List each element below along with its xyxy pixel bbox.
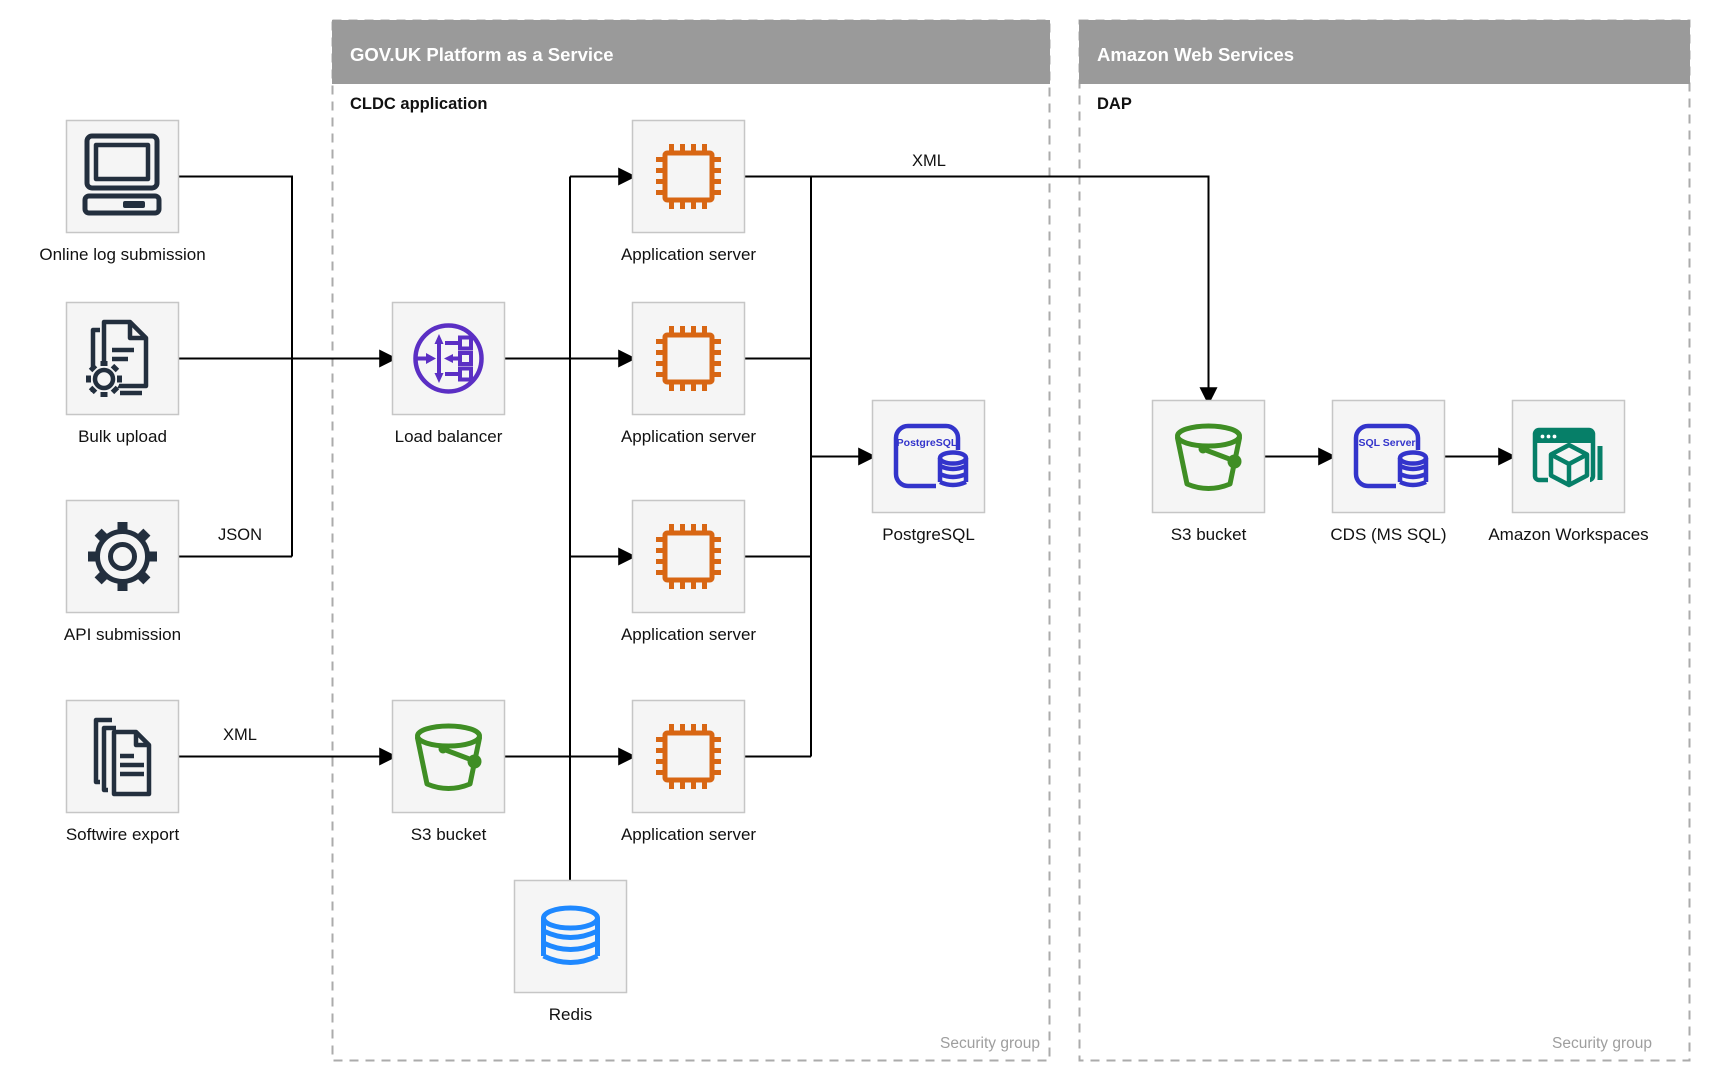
aws-security-group-label: Security group (1552, 1035, 1652, 1052)
node-app-server-4: Application server (621, 699, 756, 844)
chip-icon (656, 724, 721, 789)
redis-label: Redis (549, 1005, 592, 1024)
aws-panel-sublabel: DAP (1097, 95, 1132, 113)
bucket-icon (1175, 423, 1242, 491)
chip-icon (656, 326, 721, 391)
sql-server-icon: SQL Server (1353, 423, 1430, 492)
panel-aws: Amazon Web Services DAP Security group (1078, 19, 1691, 1062)
s3-paas-box (391, 699, 506, 814)
postgresql-box (871, 399, 986, 514)
app-server-3-box (631, 499, 746, 614)
aws-panel-header (1079, 20, 1690, 84)
workspaces-label: Amazon Workspaces (1488, 525, 1648, 544)
edge-online-log-merge (179, 175, 293, 557)
chip-icon (656, 144, 721, 209)
edge-xml-to-aws-s3 (745, 175, 1218, 406)
app-server-1-label: Application server (621, 245, 756, 264)
load-balancer-label: Load balancer (395, 427, 503, 446)
xml-transfer-edge-label: XML (912, 152, 946, 170)
node-s3-bucket-aws: S3 bucket (1151, 399, 1266, 544)
node-s3-bucket-paas: S3 bucket (391, 699, 506, 844)
app-server-2-label: Application server (621, 427, 756, 446)
node-app-server-2: Application server (621, 301, 756, 446)
node-load-balancer: Load balancer (391, 301, 506, 446)
node-amazon-workspaces: Amazon Workspaces (1488, 399, 1649, 544)
postgresql-icon: PostgreSQL (893, 423, 970, 492)
edges (179, 167, 1517, 880)
panel-paas: GOV.UK Platform as a Service CLDC applic… (331, 19, 1051, 1062)
node-app-server-3: Application server (621, 499, 756, 644)
load-balancer-icon (413, 323, 484, 394)
computer-icon (82, 133, 162, 216)
json-edge-label: JSON (218, 526, 262, 544)
app-server-4-box (631, 699, 746, 814)
aws-panel-title: Amazon Web Services (1097, 44, 1294, 65)
sql-server-icon-text: SQL Server (1358, 437, 1415, 449)
app-server-4-label: Application server (621, 825, 756, 844)
node-postgresql: PostgreSQL PostgreSQL (871, 399, 986, 544)
cds-label: CDS (MS SQL) (1330, 525, 1446, 544)
node-softwire-export: Softwire export (65, 699, 180, 844)
node-redis: Redis (513, 879, 628, 1024)
paas-panel-header (332, 20, 1050, 84)
node-cds-mssql: SQL Server CDS (MS SQL) (1330, 399, 1447, 544)
bulk-upload-label: Bulk upload (78, 427, 167, 446)
app-server-1-box (631, 119, 746, 234)
softwire-export-label: Softwire export (66, 825, 180, 844)
node-online-log-submission: Online log submission (39, 119, 206, 264)
s3-paas-label: S3 bucket (411, 825, 487, 844)
node-bulk-upload: Bulk upload (65, 301, 180, 446)
database-cylinder-icon (541, 905, 600, 965)
document-stack-icon (93, 717, 152, 797)
paas-panel-title: GOV.UK Platform as a Service (350, 44, 614, 65)
document-gear-icon (86, 319, 149, 397)
bucket-icon (415, 723, 482, 791)
workspaces-icon (1532, 427, 1603, 494)
xml-export-edge-label: XML (223, 726, 257, 744)
api-submission-box (65, 499, 180, 614)
paas-security-group-label: Security group (940, 1035, 1040, 1052)
edge-labels: JSON XML XML (218, 152, 946, 744)
s3-aws-label: S3 bucket (1171, 525, 1247, 544)
postgresql-icon-text: PostgreSQL (897, 437, 958, 449)
app-server-3-label: Application server (621, 625, 756, 644)
node-api-submission: API submission (64, 499, 181, 644)
gear-icon (88, 522, 157, 591)
chip-icon (656, 524, 721, 589)
node-app-server-1: Application server (621, 119, 756, 264)
online-log-label: Online log submission (39, 245, 205, 264)
app-server-2-box (631, 301, 746, 416)
paas-panel-sublabel: CLDC application (350, 95, 488, 113)
api-submission-label: API submission (64, 625, 181, 644)
postgresql-label: PostgreSQL (882, 525, 975, 544)
s3-aws-box (1151, 399, 1266, 514)
